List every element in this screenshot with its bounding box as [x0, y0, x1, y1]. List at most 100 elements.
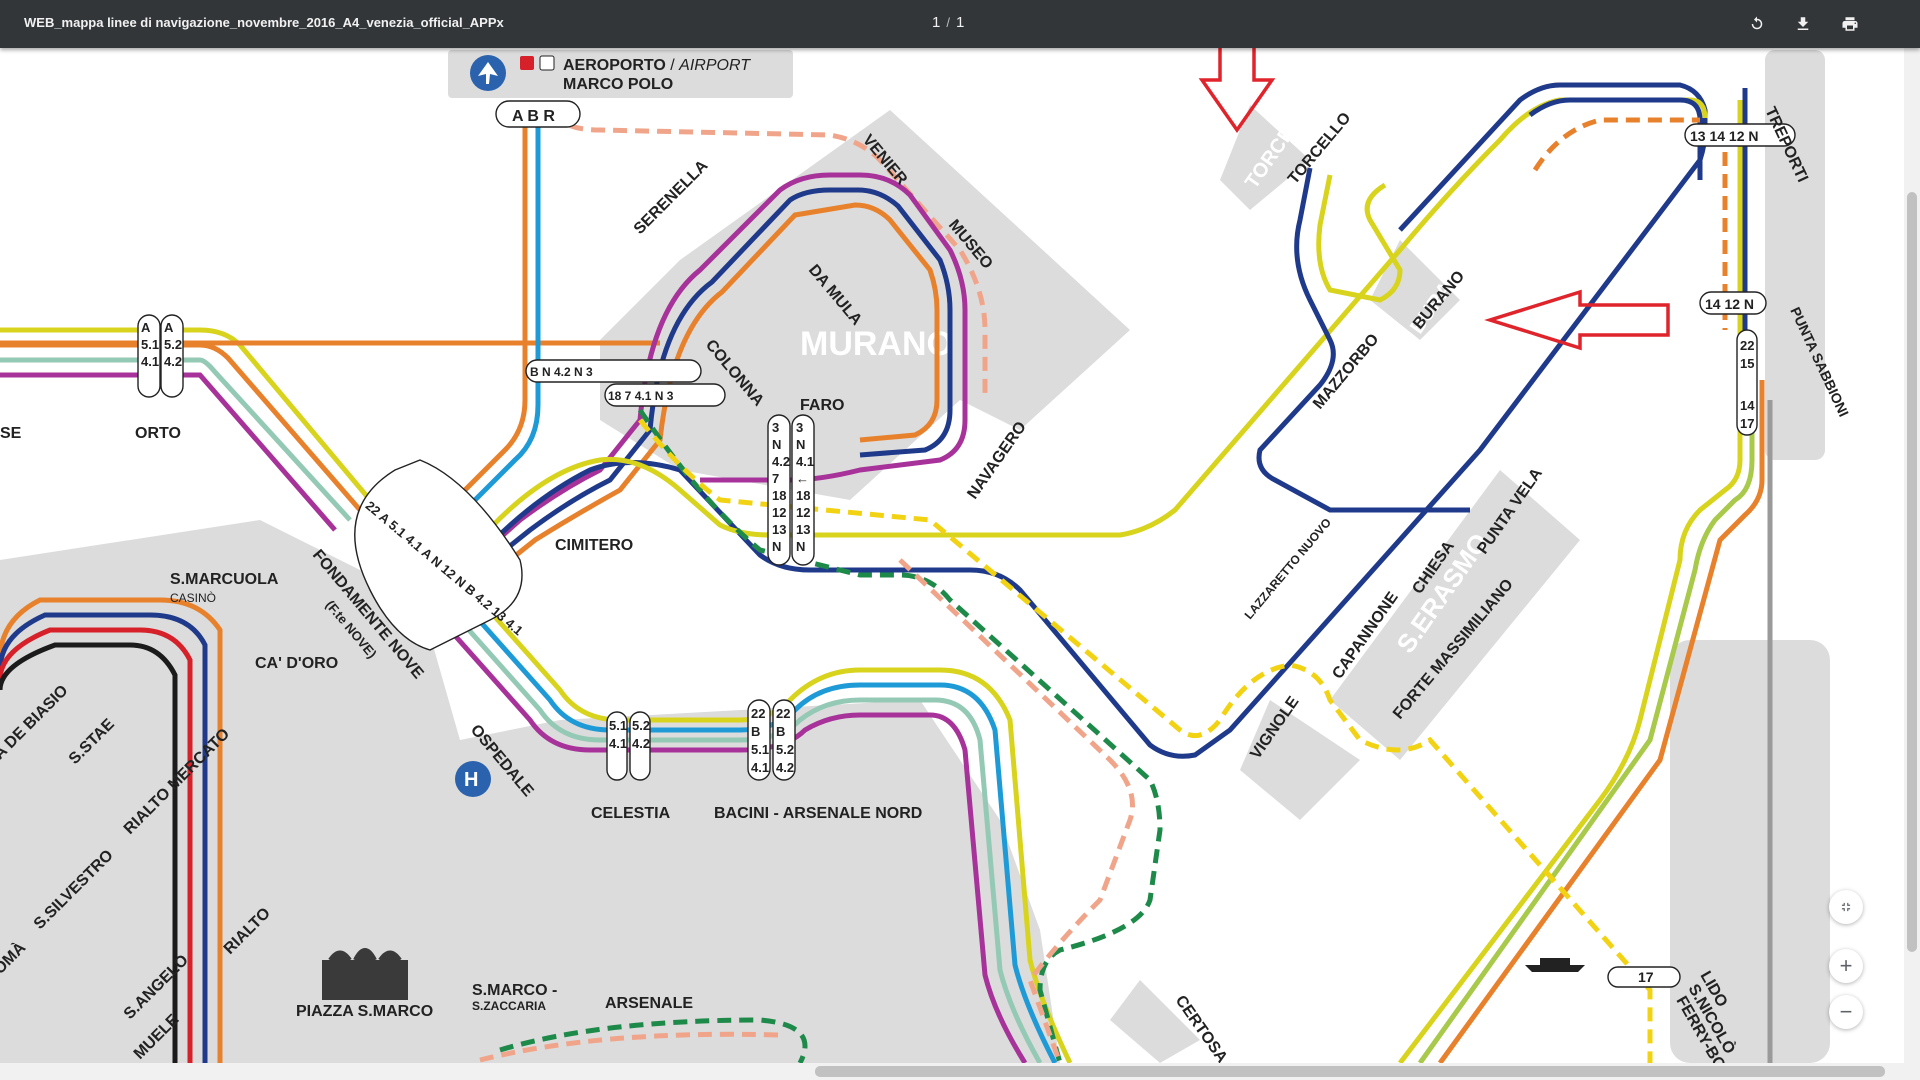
faro-badge-col2-item: 12	[796, 505, 810, 520]
vertical-scroll-thumb[interactable]	[1907, 192, 1917, 952]
orto-badge-col2-item: A	[164, 320, 174, 335]
ca-doro-label: CA' D'ORO	[255, 655, 338, 672]
lido-strip	[1670, 640, 1830, 1063]
ticket-icon	[520, 56, 534, 70]
faro-label: FARO	[800, 397, 844, 414]
faro-badge-col1-item: 3	[772, 420, 779, 435]
casino-label: CASINÒ	[170, 590, 216, 605]
bacini-badge-col1-item: 5.1	[751, 742, 769, 757]
faro-badge-col2-item: 4.1	[796, 454, 814, 469]
airport-box	[448, 50, 793, 98]
faro-badge-col1-item: 4.2	[772, 454, 790, 469]
svg-text:AEROPORTO / AIRPORT: AEROPORTO / AIRPORT	[563, 57, 751, 74]
faro-badge-col2-item: N	[796, 437, 805, 452]
faro-badge-col2-item: 18	[796, 488, 810, 503]
faro-badge-col1-item: 13	[772, 522, 786, 537]
abr-badge-text: A B R	[512, 108, 555, 125]
celestia-label: CELESTIA	[591, 805, 671, 822]
left-arrow-annotation	[1484, 289, 1670, 351]
bacini-badge-col2-item: 4.2	[776, 760, 794, 775]
serasmo-island	[1330, 470, 1580, 760]
celestia-badge-col1-item: 4.1	[609, 736, 627, 751]
land-areas	[0, 50, 1830, 1063]
ferry-route-map: MURANO TORCELLO BURANO S.ERASMO	[0, 48, 1852, 1063]
orto-badge-col1-item: A	[141, 320, 151, 335]
torcello-island	[1220, 105, 1310, 210]
orto-badge-col2-item: 5.2	[164, 337, 182, 352]
faro-badge-col2-item: 3	[796, 420, 803, 435]
certosa-island	[1110, 980, 1200, 1063]
celestia-badge-col2-item: 5.2	[632, 718, 650, 733]
piazza-s-marco-label: PIAZZA S.MARCO	[296, 1003, 433, 1020]
ps-badge-col2-item: 17	[1740, 416, 1754, 431]
hospital-letter: H	[464, 769, 478, 791]
venezia-island	[0, 520, 1060, 1063]
s-zaccaria-label: S.ZACCARIA	[472, 999, 546, 1013]
total-pages: 1	[955, 14, 965, 31]
s-marcuola-label: S.MARCUOLA	[170, 571, 279, 588]
fit-page-icon	[1841, 902, 1851, 912]
bacini-badge-col1-item: 22	[751, 706, 765, 721]
punta-sabbioni-badge-text: 14 12 N	[1705, 296, 1754, 312]
bacini-badge-col2-item: 5.2	[776, 742, 794, 757]
zoom-out-button[interactable]: −	[1829, 995, 1863, 1029]
current-page[interactable]: 1	[932, 14, 941, 31]
faro-badge-col2-item: 13	[796, 522, 810, 537]
airport-separator: /	[666, 57, 679, 74]
airport-en-label: AIRPORT	[678, 57, 751, 74]
orto-badge-col1-item: 4.1	[141, 354, 159, 369]
ps-badge-col1-item: 15	[1740, 356, 1754, 371]
ferry-icon	[1525, 958, 1585, 972]
navagero-label: NAVAGERO	[964, 419, 1030, 503]
airport-line2-label: MARCO POLO	[563, 76, 673, 93]
print-button[interactable]	[1832, 6, 1868, 42]
pdf-viewer-canvas[interactable]: MURANO TORCELLO BURANO S.ERASMO	[0, 48, 1882, 1063]
vignole-island	[1240, 700, 1360, 820]
airport-it-label: AEROPORTO	[563, 57, 666, 74]
rotate-icon	[1751, 16, 1763, 30]
celestia-badge-col1-item: 5.1	[609, 718, 627, 733]
fit-page-button[interactable]	[1829, 890, 1863, 924]
down-arrow-annotation	[1198, 48, 1276, 134]
hospital-icon	[455, 761, 491, 797]
airplane-icon	[478, 62, 498, 84]
info-icon	[539, 55, 555, 71]
bacini-label: BACINI - ARSENALE NORD	[714, 805, 922, 822]
faro-badge-col1-item: N	[772, 539, 781, 554]
bacini-badge-col1: 22B 5.1 4.1	[751, 706, 769, 775]
treporti-badge-text: 13 14 12 N	[1690, 128, 1759, 144]
download-button[interactable]	[1785, 6, 1821, 42]
route-lines	[0, 82, 1773, 1063]
airport-header: AEROPORTO / AIRPORT MARCO POLO	[470, 55, 751, 93]
page-separator: /	[946, 15, 950, 30]
s-marco-label: S.MARCO -	[472, 982, 557, 999]
horizontal-scroll-thumb[interactable]	[815, 1066, 1885, 1077]
orto-badge-col1: A5.14.1	[141, 320, 159, 369]
celestia-badge-col2: 5.24.2	[632, 718, 650, 751]
faro-badge-col1-item: 18	[772, 488, 786, 503]
bacini-badge-col1-item: 4.1	[751, 760, 769, 775]
treporti-strip	[1765, 50, 1825, 460]
murano-island	[600, 110, 1130, 500]
bacini-badge-col1-item: B	[751, 724, 760, 739]
murano-label: MURANO	[800, 325, 953, 363]
serenella-label: SERENELLA	[631, 157, 712, 238]
arsenale-label: ARSENALE	[605, 995, 693, 1012]
bacini-badge-col2-item: B	[776, 724, 785, 739]
stop-badges	[137, 100, 1796, 988]
faro-badge-col1-item: 12	[772, 505, 786, 520]
celestia-badge-col1: 5.14.1	[609, 718, 627, 751]
ps-badge-col1-item: 22	[1740, 338, 1754, 353]
orto-badge-col2: A5.24.2	[164, 320, 182, 369]
lazzaretto-nuovo-label: LAZZARETTO NUOVO	[1242, 516, 1334, 622]
ps-badge-col2-item: 14	[1740, 398, 1755, 413]
rotate-button[interactable]	[1739, 6, 1775, 42]
faro-badge-col1-item: 7	[772, 471, 779, 486]
faro-badge-col1-item: N	[772, 437, 781, 452]
download-icon	[1797, 17, 1809, 30]
zoom-in-button[interactable]: +	[1829, 949, 1863, 983]
